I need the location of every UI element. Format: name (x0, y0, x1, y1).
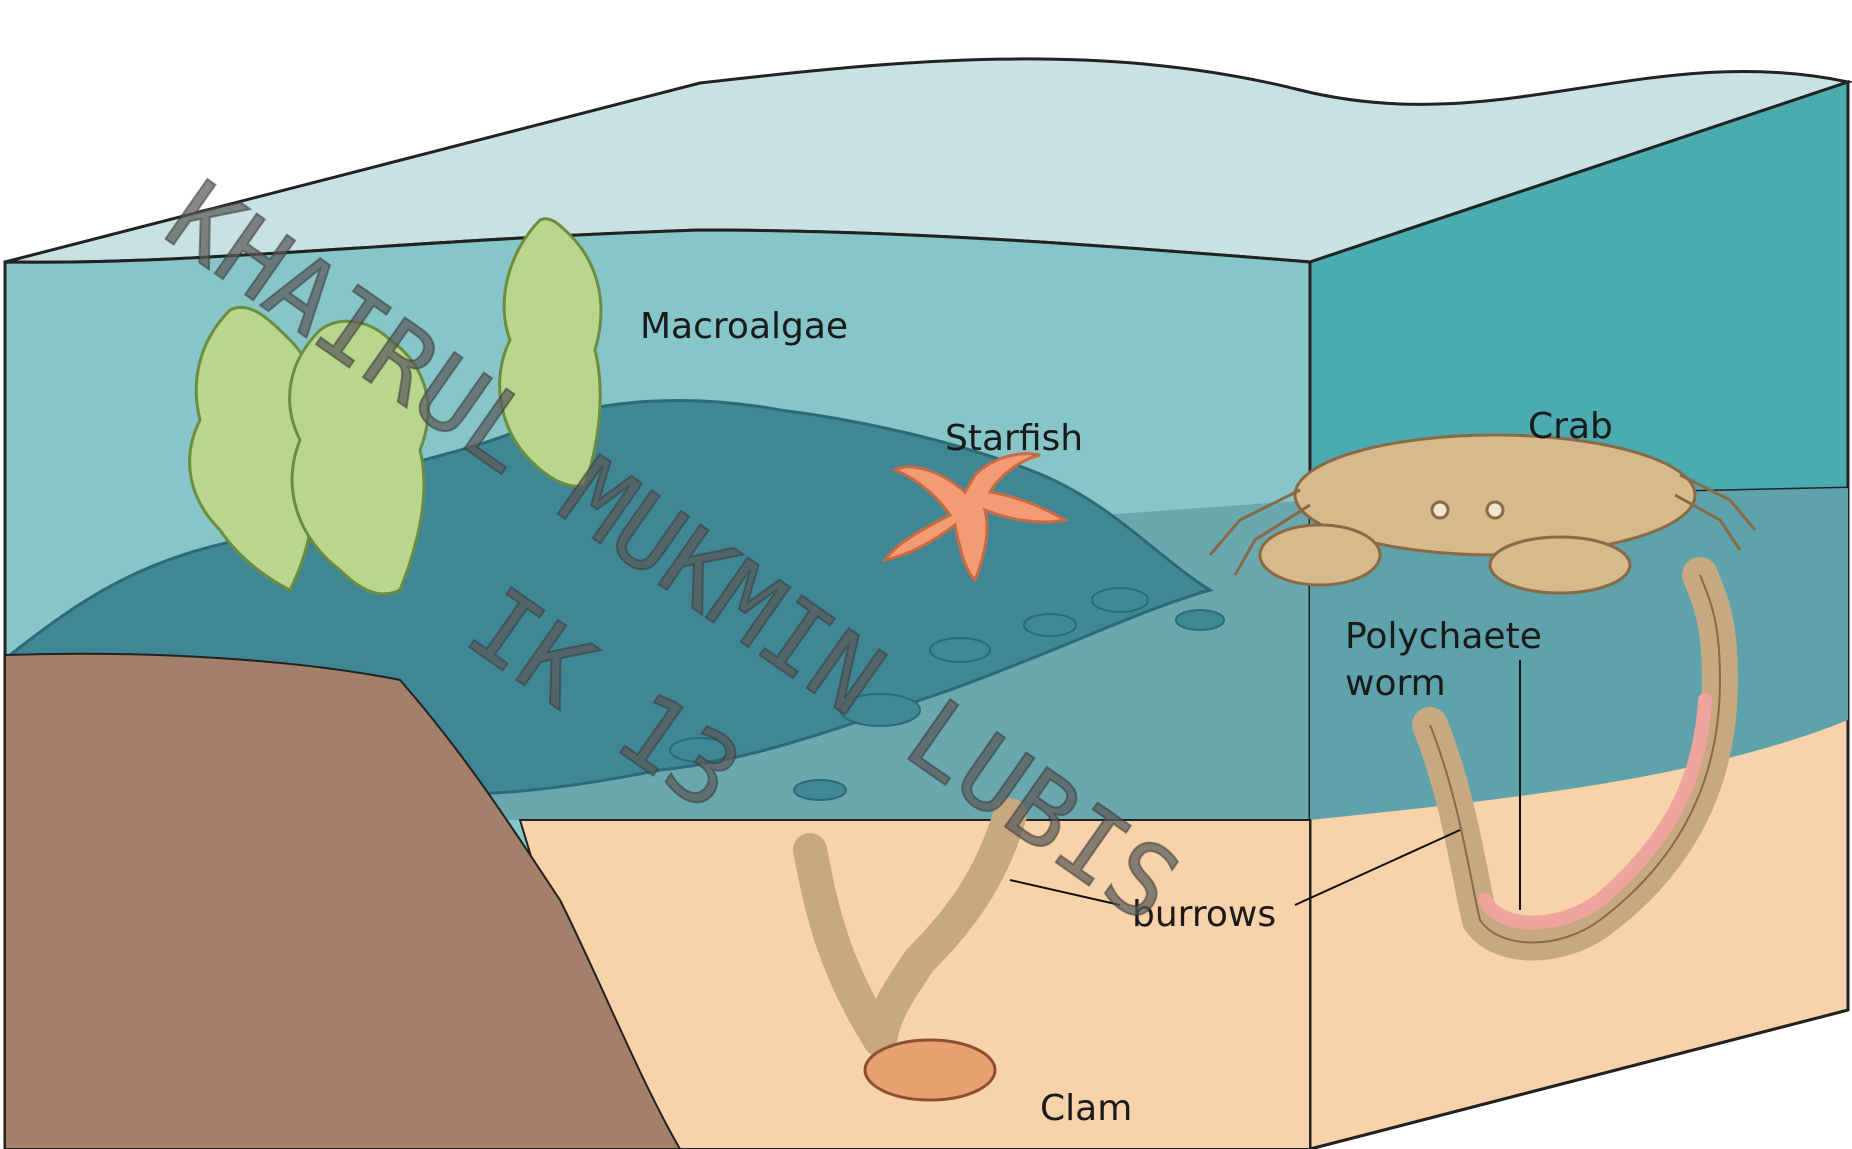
label-polychaete-line1: Polychaete (1345, 616, 1542, 657)
pebble (1024, 614, 1076, 636)
label-clam: Clam (1040, 1088, 1132, 1129)
pebble (1176, 610, 1224, 630)
pebble (794, 780, 846, 800)
pebble (930, 638, 990, 662)
label-macroalgae: Macroalgae (640, 306, 848, 347)
label-crab: Crab (1528, 406, 1613, 447)
label-polychaete-line2: worm (1345, 663, 1446, 704)
clam (865, 1040, 995, 1100)
label-starfish: Starfish (945, 418, 1083, 459)
pebble (1092, 588, 1148, 612)
